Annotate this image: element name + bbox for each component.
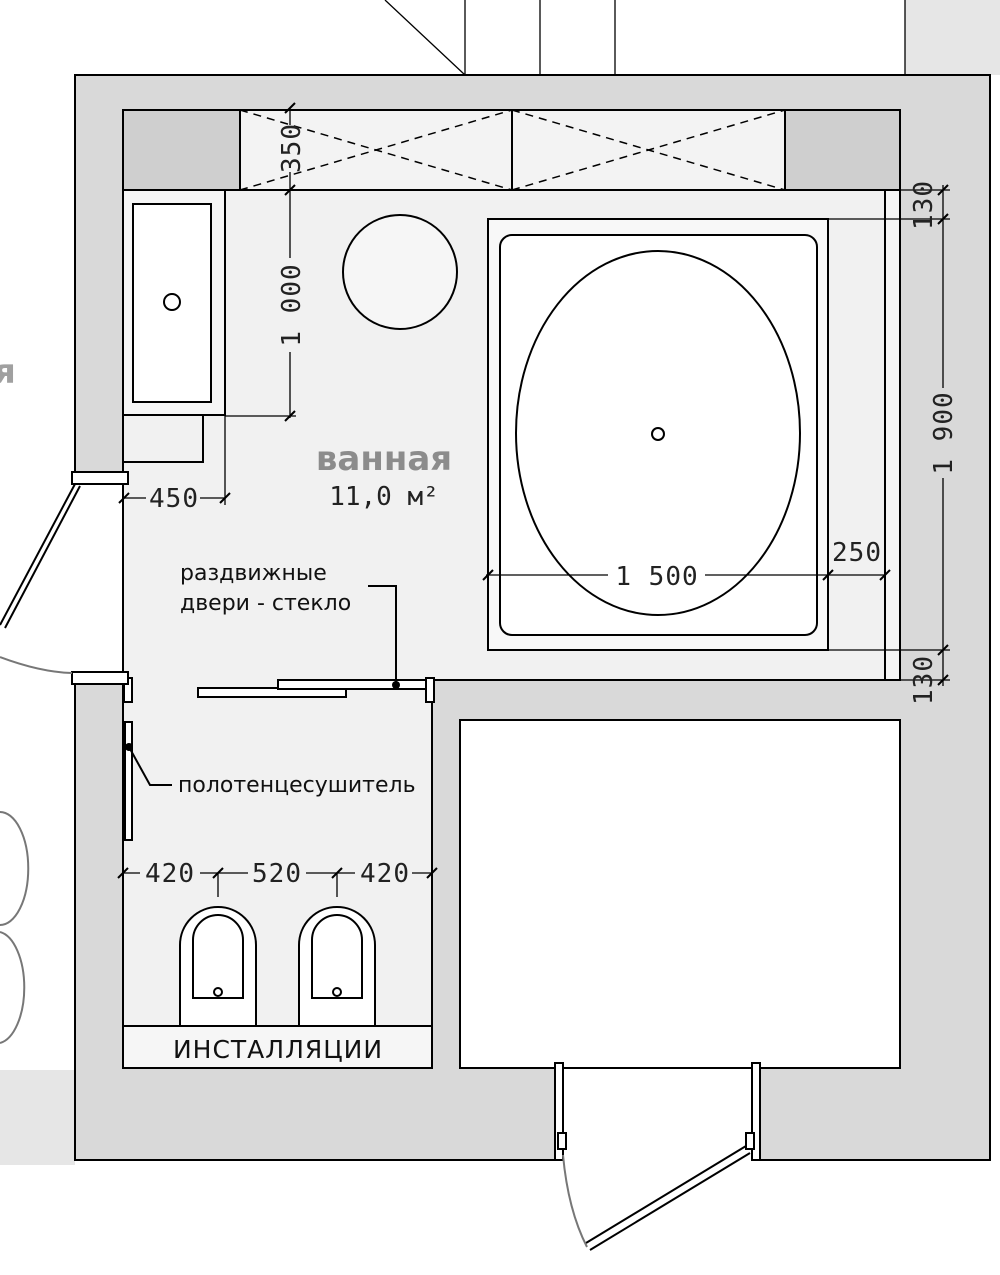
dimension-bathtub-width — [482, 569, 891, 581]
sliding-door-leader — [368, 585, 397, 684]
left-door — [0, 471, 129, 1068]
adjacent-fixture-arc — [0, 811, 30, 926]
wall-niche-left — [122, 109, 241, 191]
towel-dryer — [124, 721, 133, 841]
adjacent-room-block — [905, 0, 1000, 75]
dimension-vertical-left — [225, 102, 296, 422]
bidet — [298, 906, 376, 1026]
bathtub-drain-icon — [651, 427, 665, 441]
dim-1500: 1 500 — [615, 562, 698, 592]
dim-130-top: 130 — [909, 180, 939, 230]
installation-box — [122, 1025, 433, 1069]
adjacent-room — [459, 719, 901, 1069]
door-jamb — [425, 677, 435, 703]
dimension-fixtures — [117, 867, 438, 897]
stair-lines — [384, 0, 906, 76]
room-name: ванная — [316, 439, 452, 479]
dim-1900: 1 900 — [929, 391, 959, 474]
round-stool-icon — [342, 214, 458, 330]
sliding-door-panel-left — [197, 687, 347, 698]
dim-420-left: 420 — [145, 859, 195, 889]
dimension-450-line — [118, 190, 231, 505]
wall-niche-right — [784, 109, 901, 191]
adjacent-fixture-arc — [0, 931, 26, 1044]
vanity-shelf — [122, 414, 204, 463]
dim-250: 250 — [832, 538, 882, 568]
dim-350: 350 — [277, 123, 307, 173]
sliding-doors-label-line2: двери - стекло — [180, 591, 351, 616]
dim-520: 520 — [252, 859, 302, 889]
sliding-doors-label-line1: раздвижные — [180, 561, 327, 586]
towel-dryer-label: полотенцесушитель — [178, 773, 416, 798]
entrance-door — [554, 1062, 761, 1251]
ledge-strip — [884, 189, 901, 681]
dim-130-bottom: 130 — [909, 655, 939, 705]
leader-dot — [392, 681, 400, 689]
toilet — [179, 906, 257, 1026]
window-cross-dashes — [239, 109, 786, 191]
dim-420-right: 420 — [360, 859, 410, 889]
sliding-door-panel-right — [277, 679, 427, 690]
dimension-vertical-right — [828, 184, 950, 686]
dim-1000: 1 000 — [277, 263, 307, 346]
room-area: 11,0 м² — [329, 482, 439, 512]
edge-room-label: я — [0, 352, 16, 392]
dim-450: 450 — [149, 484, 199, 514]
adjacent-room-block — [0, 1070, 75, 1165]
installations-label: ИНСТАЛЛЯЦИИ — [173, 1035, 383, 1064]
sink-drain-icon — [163, 293, 181, 311]
towel-dryer-leader — [128, 746, 172, 786]
